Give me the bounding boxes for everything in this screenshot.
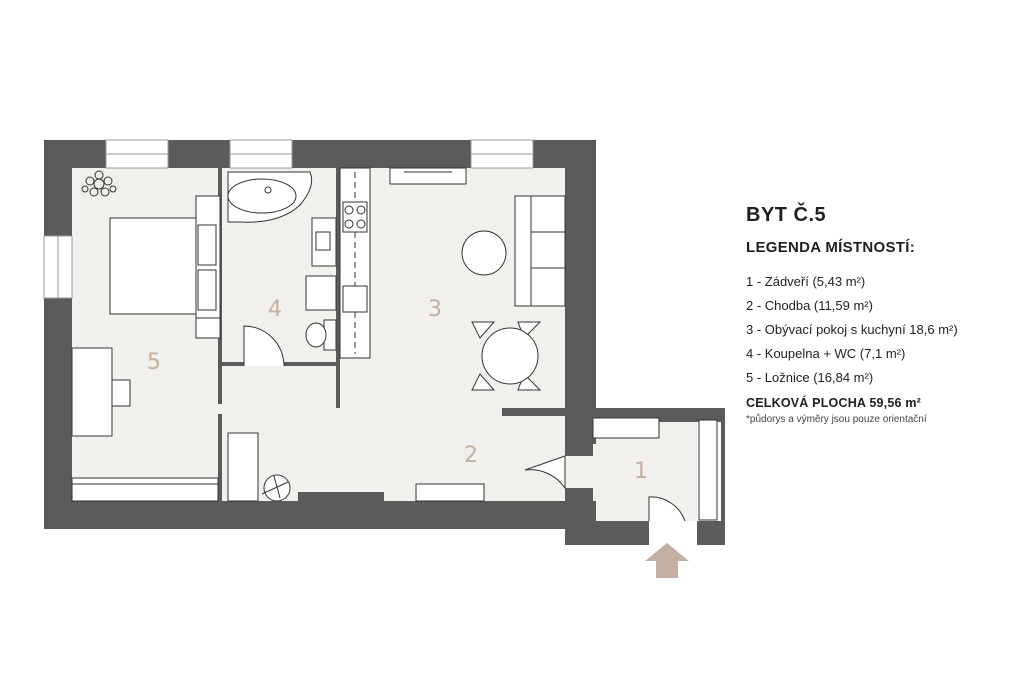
legend-panel: BYT Č.5 LEGENDA MÍSTNOSTÍ: 1 - Zádveří (… (746, 204, 958, 425)
room-list: 1 - Zádveří (5,43 m²) 2 - Chodba (11,59 … (746, 270, 958, 390)
dining-table-icon (471, 321, 542, 391)
chair-icon (111, 379, 131, 407)
legend-title: LEGENDA MÍSTNOSTÍ: (746, 239, 916, 256)
room-numbers: 1 2 3 4 5 (147, 297, 648, 484)
sink-icon (315, 231, 331, 251)
total-area: CELKOVÁ PLOCHA 59,56 m² (746, 396, 922, 410)
living-furniture (461, 195, 566, 391)
room-number-3: 3 (428, 297, 442, 322)
entrance-arrow-icon (645, 543, 689, 578)
room-number-5: 5 (147, 350, 161, 375)
room-number-2: 2 (464, 443, 478, 468)
toilet-icon (305, 319, 337, 351)
room-list-item: 5 - Ložnice (16,84 m²) (746, 370, 874, 385)
windows (43, 139, 534, 299)
disclaimer-note: *půdorys a výměry jsou pouze orientační (746, 414, 927, 425)
stove-icon (342, 201, 368, 233)
room-number-4: 4 (268, 297, 282, 322)
room-list-item: 1 - Zádveří (5,43 m²) (746, 274, 866, 289)
bathroom-fixtures (227, 171, 337, 351)
bathtub-icon (227, 171, 313, 223)
room-list-item: 4 - Koupelna + WC (7,1 m²) (746, 346, 906, 361)
plant-icon (81, 170, 117, 197)
doors (243, 325, 686, 522)
room-list-item: 2 - Chodba (11,59 m²) (746, 298, 873, 313)
sofa-icon (514, 195, 566, 307)
bedroom-furniture (71, 170, 221, 502)
room-list-item: 3 - Obývací pokoj s kuchyní 18,6 m²) (746, 322, 958, 337)
room-number-1: 1 (634, 459, 648, 484)
apartment-title: BYT Č.5 (746, 204, 827, 226)
exterior-walls (44, 140, 725, 545)
desk-icon (71, 347, 113, 437)
kitchen-counter (339, 167, 467, 359)
hall-furniture (227, 417, 718, 521)
bed-icon (109, 217, 197, 315)
